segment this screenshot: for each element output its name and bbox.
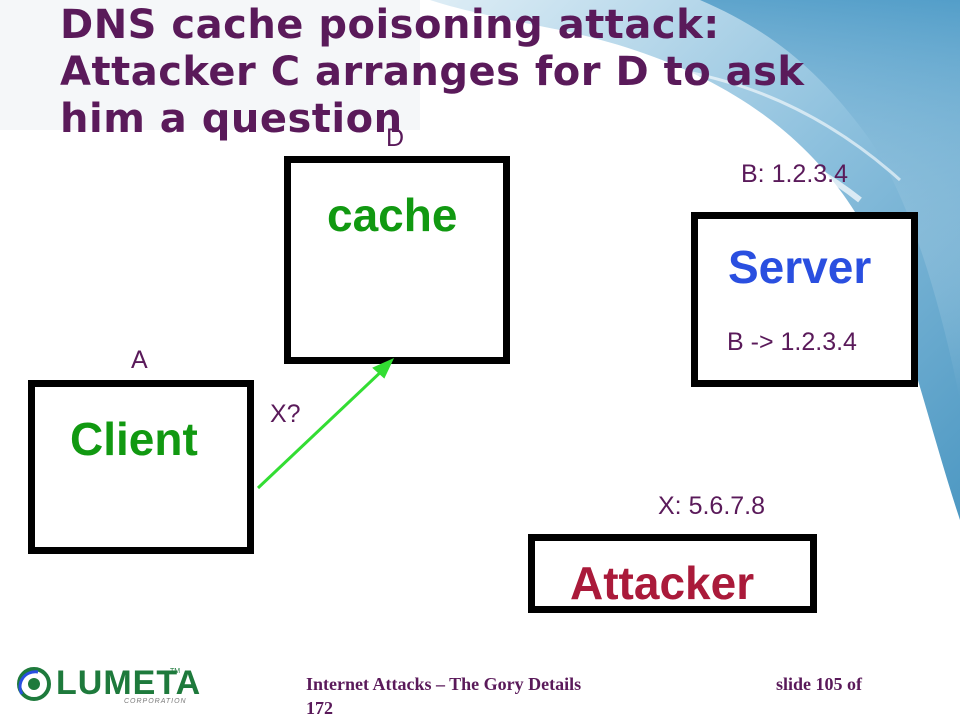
attacker-address: X: 5.6.7.8 <box>658 492 766 520</box>
client-node-tag: A <box>131 346 148 374</box>
logo-wordmark: LUMETA <box>56 664 202 702</box>
footer-slide-total: 172 <box>306 698 333 718</box>
lumeta-swirl-icon <box>17 667 51 701</box>
client-node <box>28 380 254 554</box>
server-node <box>691 212 918 387</box>
query-label: X? <box>270 400 301 428</box>
cache-node-label: cache <box>327 189 458 241</box>
title-line-2: Attacker C arranges for D to ask <box>60 49 805 95</box>
footer-course: Internet Attacks – The Gory Details <box>306 674 582 694</box>
cache-node-tag: D <box>386 124 405 152</box>
attacker-node-label: Attacker <box>570 557 755 609</box>
title-line-1: DNS cache poisoning attack: <box>60 2 720 48</box>
slide-title: DNS cache poisoning attack: Attacker C a… <box>60 2 930 143</box>
logo-subtitle: CORPORATION <box>124 698 187 705</box>
server-node-label: Server <box>728 241 872 293</box>
title-line-3: him a question <box>60 96 403 142</box>
attacker-node <box>528 534 817 613</box>
client-node-label: Client <box>70 413 198 465</box>
cache-node <box>284 156 510 364</box>
server-record: B -> 1.2.3.4 <box>727 328 857 356</box>
lumeta-logo: LUMETA TM CORPORATION <box>12 662 200 706</box>
logo-trademark: TM <box>170 668 181 675</box>
server-address: B: 1.2.3.4 <box>741 160 849 188</box>
footer-slide-number: slide 105 of <box>776 674 863 694</box>
